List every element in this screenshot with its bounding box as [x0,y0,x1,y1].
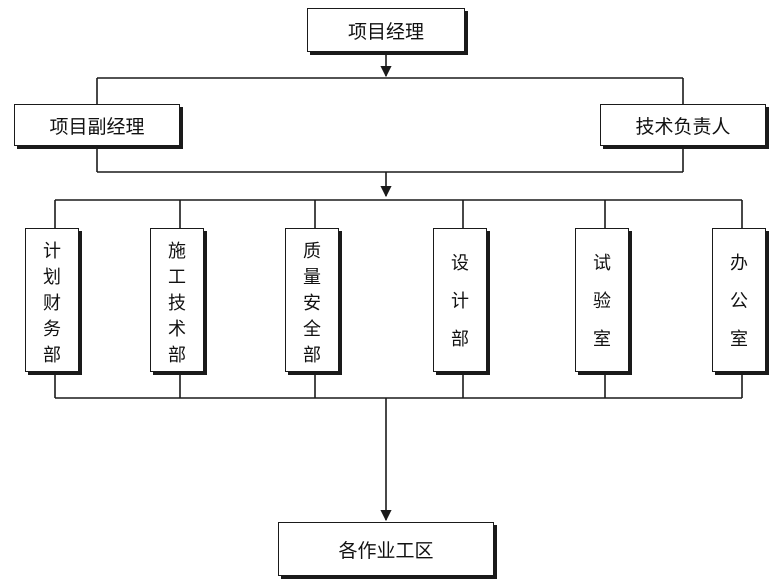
deputy-manager-label: 项目副经理 [49,115,145,138]
department-label: 办公室 [730,253,748,350]
department-box-quality-safety: 质量安全部 [285,228,339,372]
department-box-design: 设计部 [433,228,487,372]
work-areas-label: 各作业工区 [338,539,434,562]
technical-lead-box: 技术负责人 [600,104,766,146]
department-label: 试验室 [593,253,611,350]
department-box-office: 办公室 [712,228,766,372]
department-box-laboratory: 试验室 [575,228,629,372]
department-box-finance: 计划财务部 [25,228,79,372]
department-label: 设计部 [451,253,469,350]
technical-lead-label: 技术负责人 [635,115,731,138]
department-label: 质量安全部 [303,241,321,366]
department-label: 施工技术部 [168,241,186,366]
department-box-construction-tech: 施工技术部 [150,228,204,372]
deputy-manager-box: 项目副经理 [14,104,180,146]
project-manager-box: 项目经理 [307,8,465,52]
project-manager-label: 项目经理 [347,20,424,43]
department-label: 计划财务部 [43,241,61,366]
work-areas-box: 各作业工区 [278,522,494,576]
